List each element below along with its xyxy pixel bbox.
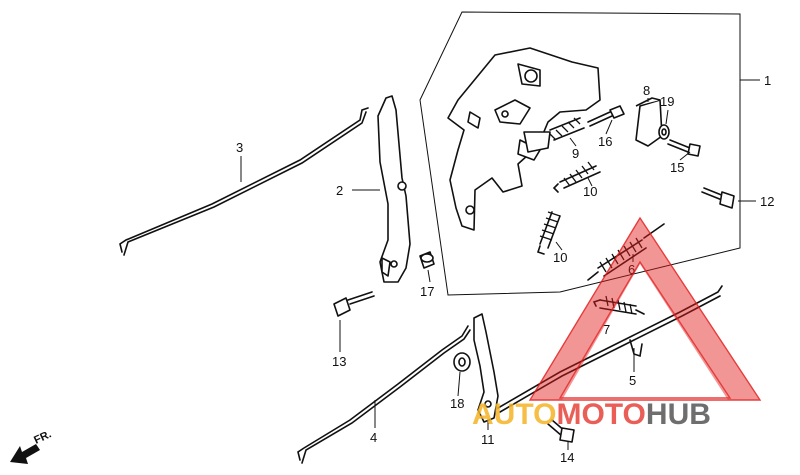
callout-5: 5 — [629, 373, 636, 388]
callout-7: 7 — [603, 322, 610, 337]
callout-15: 15 — [670, 160, 684, 175]
bolt-15 — [667, 139, 701, 157]
control-rod-lower — [297, 325, 471, 464]
assembly-outline — [419, 11, 741, 296]
callout-2: 2 — [336, 183, 343, 198]
front-label: FR. — [32, 428, 53, 446]
callout-19: 19 — [660, 94, 674, 109]
washer-18 — [453, 352, 471, 372]
spring-10-upper — [552, 161, 601, 193]
front-arrow-icon — [10, 444, 40, 464]
washer-19 — [658, 124, 670, 140]
callout-10a: 10 — [583, 184, 597, 199]
leader-lines — [240, 79, 760, 450]
callout-9: 9 — [572, 146, 579, 161]
front-direction-indicator: FR. — [10, 428, 53, 464]
spring-9 — [549, 117, 585, 141]
watermark-logo: AUTOMOTOHUB — [472, 216, 762, 431]
callout-8: 8 — [643, 83, 650, 98]
callout-14: 14 — [560, 450, 574, 465]
bolt-14 — [547, 419, 575, 443]
callout-13: 13 — [332, 354, 346, 369]
callout-11: 11 — [481, 432, 495, 447]
bolt-16 — [587, 105, 625, 127]
stopper-8 — [635, 97, 663, 147]
callout-3: 3 — [236, 140, 243, 155]
callout-16: 16 — [598, 134, 612, 149]
callout-4: 4 — [370, 430, 377, 445]
watermark-part-auto: AUTO — [472, 398, 556, 431]
choke-lever — [473, 313, 499, 423]
control-rod-long — [497, 285, 723, 413]
callout-1: 1 — [764, 73, 771, 88]
watermark-part-moto: MOTO — [556, 398, 645, 431]
control-bracket — [447, 47, 601, 231]
watermark-triangle-outer-icon — [528, 216, 762, 401]
callout-10b: 10 — [553, 250, 567, 265]
callout-6: 6 — [628, 262, 635, 277]
spring-10-lower — [536, 211, 561, 255]
collar-17 — [419, 251, 435, 269]
callout-17: 17 — [420, 284, 434, 299]
callout-18: 18 — [450, 396, 464, 411]
watermark-text: AUTOMOTOHUB — [472, 398, 711, 431]
bolt-13 — [333, 291, 375, 317]
spring-7 — [592, 295, 645, 315]
watermark-triangle-fill-icon — [640, 218, 760, 400]
watermark-triangle-inner-icon — [558, 260, 732, 399]
watermark-part-hub: HUB — [646, 398, 711, 431]
control-rod-upper — [119, 107, 369, 256]
throttle-lever — [377, 95, 411, 283]
callout-12: 12 — [760, 194, 774, 209]
bolt-12 — [701, 187, 735, 209]
